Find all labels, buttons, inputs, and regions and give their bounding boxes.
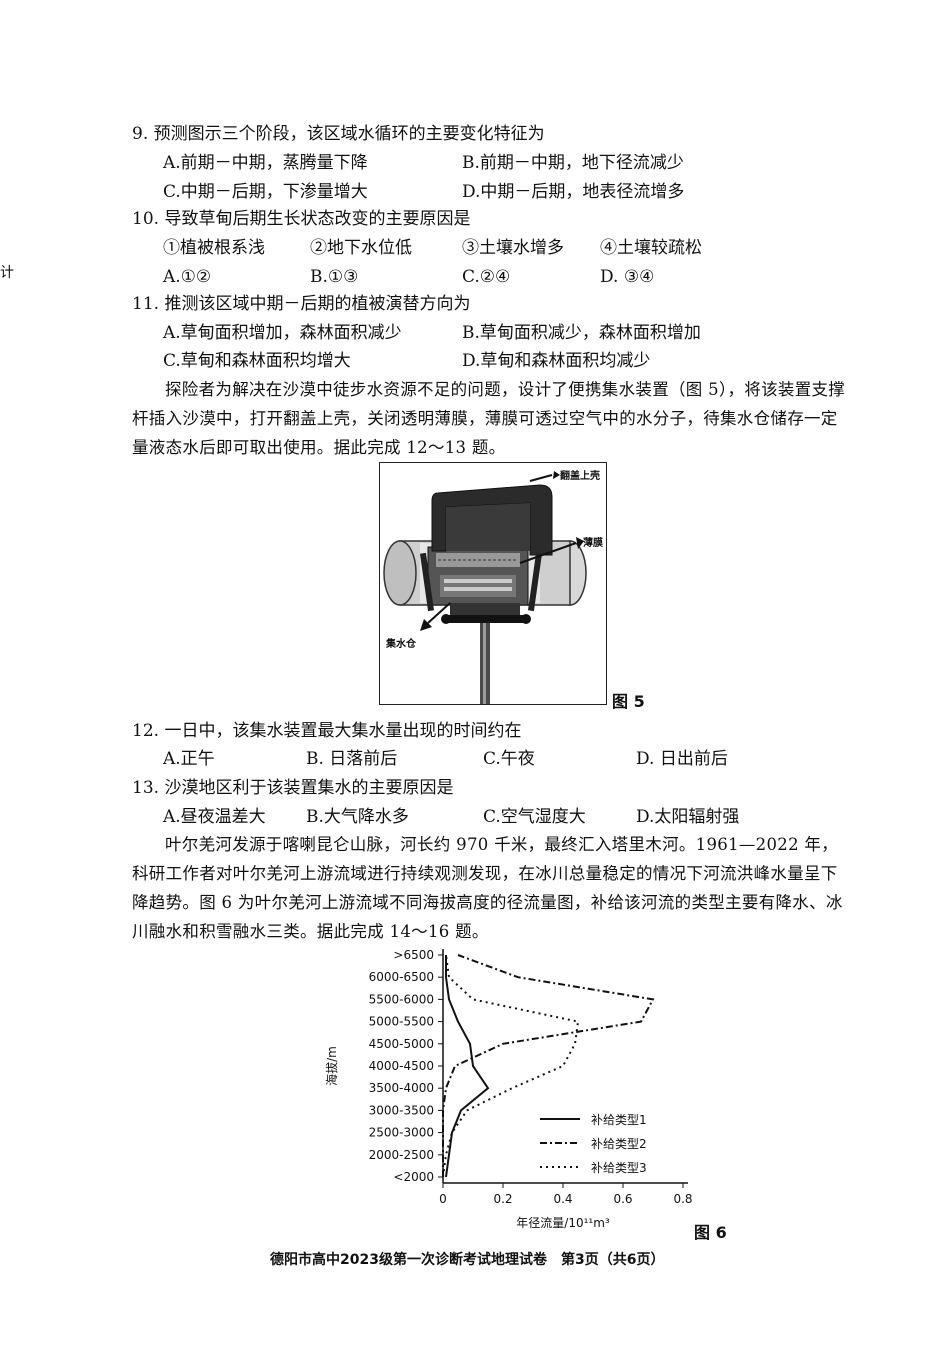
q11-option-c: C.草甸和森林面积均增大 <box>163 351 351 371</box>
legend-label-2: 补给类型2 <box>591 1137 647 1151</box>
q9-option-b: B.前期－中期，地下径流减少 <box>462 153 684 173</box>
callout-membrane: 薄膜 <box>583 536 603 549</box>
q12-option-b: B. 日落前后 <box>306 749 398 769</box>
figure-6-label: 图 6 <box>694 1223 727 1242</box>
q10-item-1: ①植被根系浅 <box>163 238 265 258</box>
y-axis-label: 海拔/m <box>324 1046 339 1086</box>
q9-option-a: A.前期－中期，蒸腾量下降 <box>163 153 368 173</box>
series-line-2 <box>442 954 655 1177</box>
q10-item-2: ②地下水位低 <box>310 238 412 258</box>
q10-option-a: A.①② <box>163 267 212 287</box>
q13-option-b: B.大气降水多 <box>306 807 409 827</box>
series-line-1 <box>445 955 490 1178</box>
y-tick-label: 2000-2500 <box>369 1148 434 1162</box>
y-tick-label: 2500-3000 <box>369 1126 434 1140</box>
q11-stem: 11. 推测该区域中期－后期的植被演替方向为 <box>132 294 471 314</box>
q11-option-b: B.草甸面积减少，森林面积增加 <box>462 323 701 343</box>
y-tick-label: <2000 <box>393 1170 434 1184</box>
q13-stem: 13. 沙漠地区利于该装置集水的主要原因是 <box>132 778 454 798</box>
y-tick-label: 5500-6000 <box>369 992 434 1006</box>
q10-option-d: D. ③④ <box>600 267 655 287</box>
x-tick-label: 0 <box>439 1192 447 1206</box>
q11-option-d: D.草甸和森林面积均减少 <box>462 351 651 371</box>
q9-stem: 9. 预测图示三个阶段，该区域水循环的主要变化特征为 <box>132 124 545 144</box>
y-tick-label: >6500 <box>393 948 434 962</box>
y-tick-label: 3000-3500 <box>369 1103 434 1117</box>
q12-option-c: C.午夜 <box>483 749 535 769</box>
figure-5-label: 图 5 <box>612 692 645 711</box>
q9-option-c: C.中期－后期，下渗量增大 <box>163 182 368 202</box>
callout-lid: 翻盖上壳 <box>560 469 600 482</box>
q13-option-d: D.太阳辐射强 <box>636 807 740 827</box>
q12-option-d: D. 日出前后 <box>636 749 728 769</box>
callout-water-tank: 集水仓 <box>385 637 417 650</box>
q10-option-b: B.①③ <box>310 267 359 287</box>
page-footer: 德阳市高中2023级第一次诊断考试地理试卷 第3页（共6页） <box>270 1252 665 1268</box>
q10-stem: 10. 导致草甸后期生长状态改变的主要原因是 <box>132 209 471 229</box>
q9-option-d: D.中期－后期，地表径流增多 <box>462 182 685 202</box>
q10-item-4: ④土壤较疏松 <box>600 238 702 258</box>
x-tick-label: 0.2 <box>493 1192 512 1206</box>
x-tick-label: 0.6 <box>613 1192 632 1206</box>
y-tick-label: 4500-5000 <box>369 1037 434 1051</box>
q13-option-a: A.昼夜温差大 <box>163 807 266 827</box>
q12-option-a: A.正午 <box>163 749 215 769</box>
series-line-3 <box>442 954 580 1178</box>
runoff-altitude-chart: <2000 2000-2500 2500-3000 3000-3500 3500-400… <box>324 948 693 1230</box>
q13-option-c: C.空气湿度大 <box>483 807 586 827</box>
y-tick-label: 6000-6500 <box>369 970 434 984</box>
passage-fig6: 叶尔羌河发源于喀喇昆仑山脉，河长约 970 千米，最终汇入塔里木河。1961—2… <box>132 835 843 941</box>
margin-mark: 计 <box>0 265 14 281</box>
q10-item-3: ③土壤水增多 <box>462 238 564 258</box>
q10-option-c: C.②④ <box>462 267 511 287</box>
y-tick-label: 3500-4000 <box>369 1081 434 1095</box>
figure-5-photo: 翻盖上壳 薄膜 集水仓 <box>379 462 607 705</box>
q11-option-a: A.草甸面积增加，森林面积减少 <box>163 323 402 343</box>
x-tick-label: 0.4 <box>553 1192 572 1206</box>
water-collector-illustration: 翻盖上壳 薄膜 集水仓 <box>383 469 603 704</box>
legend-label-3: 补给类型3 <box>591 1161 647 1175</box>
x-axis-label: 年径流量/10¹¹m³ <box>516 1216 610 1230</box>
x-tick-label: 0.8 <box>673 1192 692 1206</box>
y-tick-label: 5000-5500 <box>369 1015 434 1029</box>
legend-label-1: 补给类型1 <box>591 1113 647 1127</box>
passage-fig5: 探险者为解决在沙漠中徒步水资源不足的问题，设计了便携集水装置（图 5），将该装置… <box>132 380 846 457</box>
y-tick-label: 4000-4500 <box>369 1059 434 1073</box>
q12-stem: 12. 一日中，该集水装置最大集水量出现的时间约在 <box>132 721 522 741</box>
